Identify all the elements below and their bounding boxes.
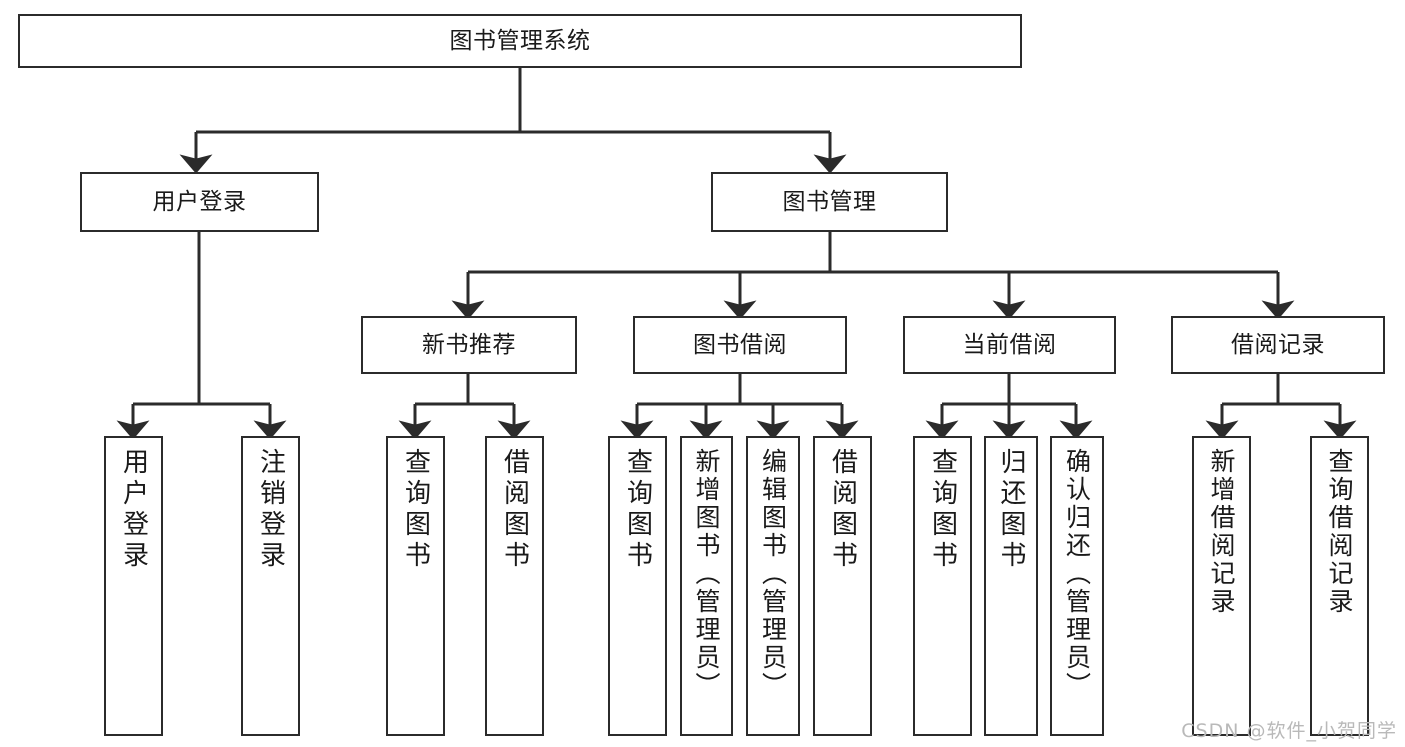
node-label: 图书管理系统: [449, 27, 591, 54]
watermark-text: CSDN @软件_小贺同学: [1181, 720, 1397, 742]
node-label: 用户登录: [118, 448, 149, 572]
node-label: 图书管理: [782, 188, 877, 215]
node-user-login[interactable]: 用户登录: [80, 172, 319, 232]
node-label: 归还图书: [996, 448, 1026, 572]
leaf-logout[interactable]: 注销登录: [241, 436, 300, 736]
leaf-edit-book-admin[interactable]: 编辑图书（管理员）: [746, 436, 800, 736]
leaf-query-borrow-record[interactable]: 查询借阅记录: [1310, 436, 1369, 736]
node-new-book-recommend[interactable]: 新书推荐: [361, 316, 577, 374]
node-label: 查询图书: [400, 448, 431, 572]
leaf-borrow-book[interactable]: 借阅图书: [813, 436, 872, 736]
node-label: 查询图书: [622, 448, 653, 572]
leaf-confirm-return-admin[interactable]: 确认归还（管理员）: [1050, 436, 1104, 736]
node-label: 新增图书（管理员）: [692, 448, 721, 700]
node-label: 借阅图书: [499, 448, 530, 572]
node-label: 新增借阅记录: [1207, 448, 1236, 616]
node-label: 图书借阅: [693, 331, 787, 358]
leaf-return-book[interactable]: 归还图书: [984, 436, 1038, 736]
leaf-query-book-current[interactable]: 查询图书: [913, 436, 972, 736]
node-label: 借阅图书: [827, 448, 858, 572]
node-label: 查询借阅记录: [1325, 448, 1354, 616]
leaf-user-login[interactable]: 用户登录: [104, 436, 163, 736]
node-book-borrow[interactable]: 图书借阅: [633, 316, 847, 374]
node-label: 查询图书: [927, 448, 958, 572]
leaf-query-book-recommend[interactable]: 查询图书: [386, 436, 445, 736]
node-label: 用户登录: [152, 188, 247, 215]
leaf-borrow-book-recommend[interactable]: 借阅图书: [485, 436, 544, 736]
node-root-system[interactable]: 图书管理系统: [18, 14, 1022, 68]
leaf-add-book-admin[interactable]: 新增图书（管理员）: [680, 436, 733, 736]
node-label: 当前借阅: [962, 331, 1057, 358]
node-label: 借阅记录: [1231, 331, 1325, 358]
node-label: 确认归还（管理员）: [1062, 448, 1092, 700]
node-current-borrow[interactable]: 当前借阅: [903, 316, 1116, 374]
node-book-management[interactable]: 图书管理: [711, 172, 948, 232]
node-borrow-record[interactable]: 借阅记录: [1171, 316, 1385, 374]
leaf-add-borrow-record[interactable]: 新增借阅记录: [1192, 436, 1251, 736]
leaf-query-book-borrow[interactable]: 查询图书: [608, 436, 667, 736]
node-label: 编辑图书（管理员）: [758, 448, 788, 700]
node-label: 注销登录: [255, 448, 286, 572]
node-label: 新书推荐: [422, 331, 516, 358]
